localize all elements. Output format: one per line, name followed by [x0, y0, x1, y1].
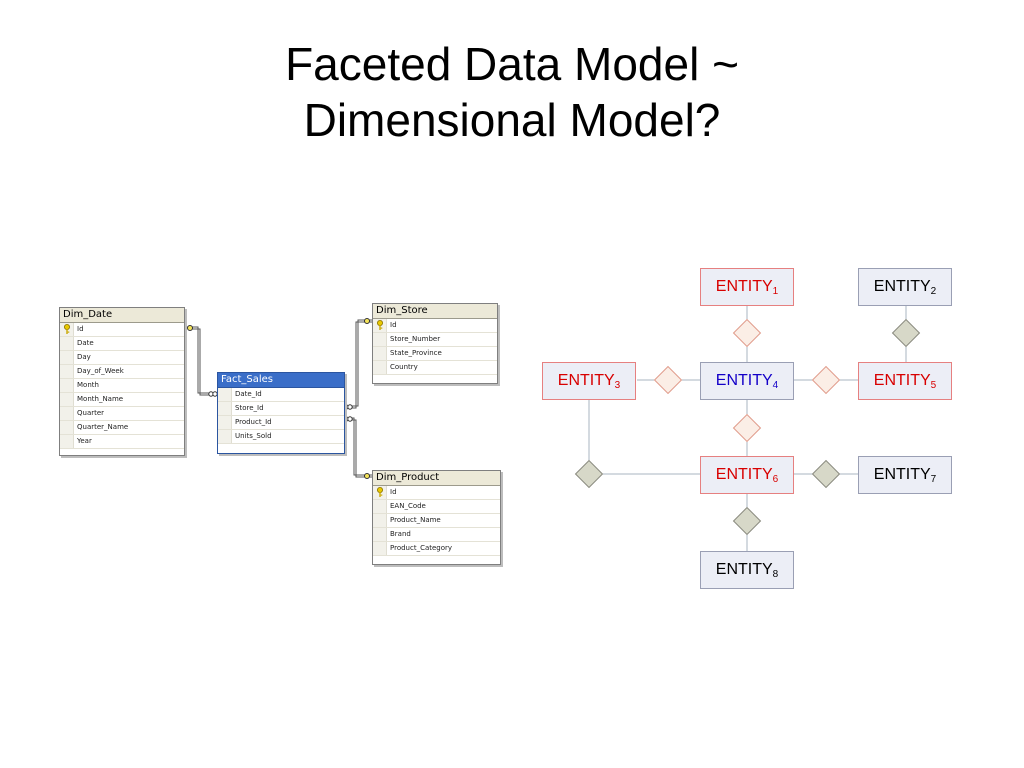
column-row: EAN_Code [373, 500, 500, 514]
primary-key-icon [64, 324, 70, 334]
table-dim-date[interactable]: Dim_Date Id Date Day Day_of_Week Month M… [59, 307, 185, 456]
column-row: State_Province [373, 347, 497, 361]
column-row: Id [373, 319, 497, 333]
entity-6: ENTITY6 [700, 456, 794, 494]
column-row: Day_of_Week [60, 365, 184, 379]
entity-8: ENTITY8 [700, 551, 794, 589]
column-name: Store_Number [390, 335, 441, 343]
column-name: Quarter [77, 409, 105, 417]
column-name: Id [390, 321, 397, 329]
column-name: EAN_Code [390, 502, 426, 510]
slide-title: Faceted Data Model ~ Dimensional Model? [0, 36, 1024, 148]
column-row: Units_Sold [218, 430, 344, 444]
column-name: Year [77, 437, 92, 445]
entity-7: ENTITY7 [858, 456, 952, 494]
column-row: Id [60, 323, 184, 337]
column-row: Product_Name [373, 514, 500, 528]
column-row: Date [60, 337, 184, 351]
table-title: Dim_Store [373, 304, 497, 319]
column-row: Brand [373, 528, 500, 542]
column-name: Day_of_Week [77, 367, 124, 375]
table-title: Fact_Sales [218, 373, 344, 388]
table-fact-sales[interactable]: Fact_Sales Date_Id Store_Id Product_Id U… [217, 372, 345, 454]
column-row: Month_Name [60, 393, 184, 407]
table-title: Dim_Date [60, 308, 184, 323]
table-title: Dim_Product [373, 471, 500, 486]
column-name: Id [390, 488, 397, 496]
column-row: Product_Category [373, 542, 500, 556]
column-row: Country [373, 361, 497, 375]
column-name: Country [390, 363, 418, 371]
column-name: State_Province [390, 349, 442, 357]
column-name: Product_Id [235, 418, 272, 426]
column-row: Store_Number [373, 333, 497, 347]
table-dim-product[interactable]: Dim_Product Id EAN_Code Product_Name Bra… [372, 470, 501, 565]
title-line-2: Dimensional Model? [303, 94, 721, 146]
column-name: Store_Id [235, 404, 264, 412]
column-row: Quarter [60, 407, 184, 421]
entity-1: ENTITY1 [700, 268, 794, 306]
column-row: Id [373, 486, 500, 500]
column-name: Quarter_Name [77, 423, 129, 431]
column-row: Product_Id [218, 416, 344, 430]
column-row: Year [60, 435, 184, 449]
entity-3: ENTITY3 [542, 362, 636, 400]
primary-key-icon [377, 320, 383, 330]
column-name: Date [77, 339, 94, 347]
entity-5: ENTITY5 [858, 362, 952, 400]
primary-key-icon [377, 487, 383, 497]
column-name: Units_Sold [235, 432, 272, 440]
column-row: Store_Id [218, 402, 344, 416]
table-dim-store[interactable]: Dim_Store Id Store_Number State_Province… [372, 303, 498, 384]
column-row: Quarter_Name [60, 421, 184, 435]
column-row: Date_Id [218, 388, 344, 402]
column-name: Product_Category [390, 544, 453, 552]
column-row: Day [60, 351, 184, 365]
entity-4: ENTITY4 [700, 362, 794, 400]
column-name: Product_Name [390, 516, 441, 524]
column-name: Date_Id [235, 390, 262, 398]
column-name: Brand [390, 530, 411, 538]
column-name: Id [77, 325, 84, 333]
column-name: Month [77, 381, 99, 389]
column-name: Day [77, 353, 91, 361]
column-row: Month [60, 379, 184, 393]
title-line-1: Faceted Data Model ~ [285, 38, 739, 90]
entity-2: ENTITY2 [858, 268, 952, 306]
column-name: Month_Name [77, 395, 124, 403]
